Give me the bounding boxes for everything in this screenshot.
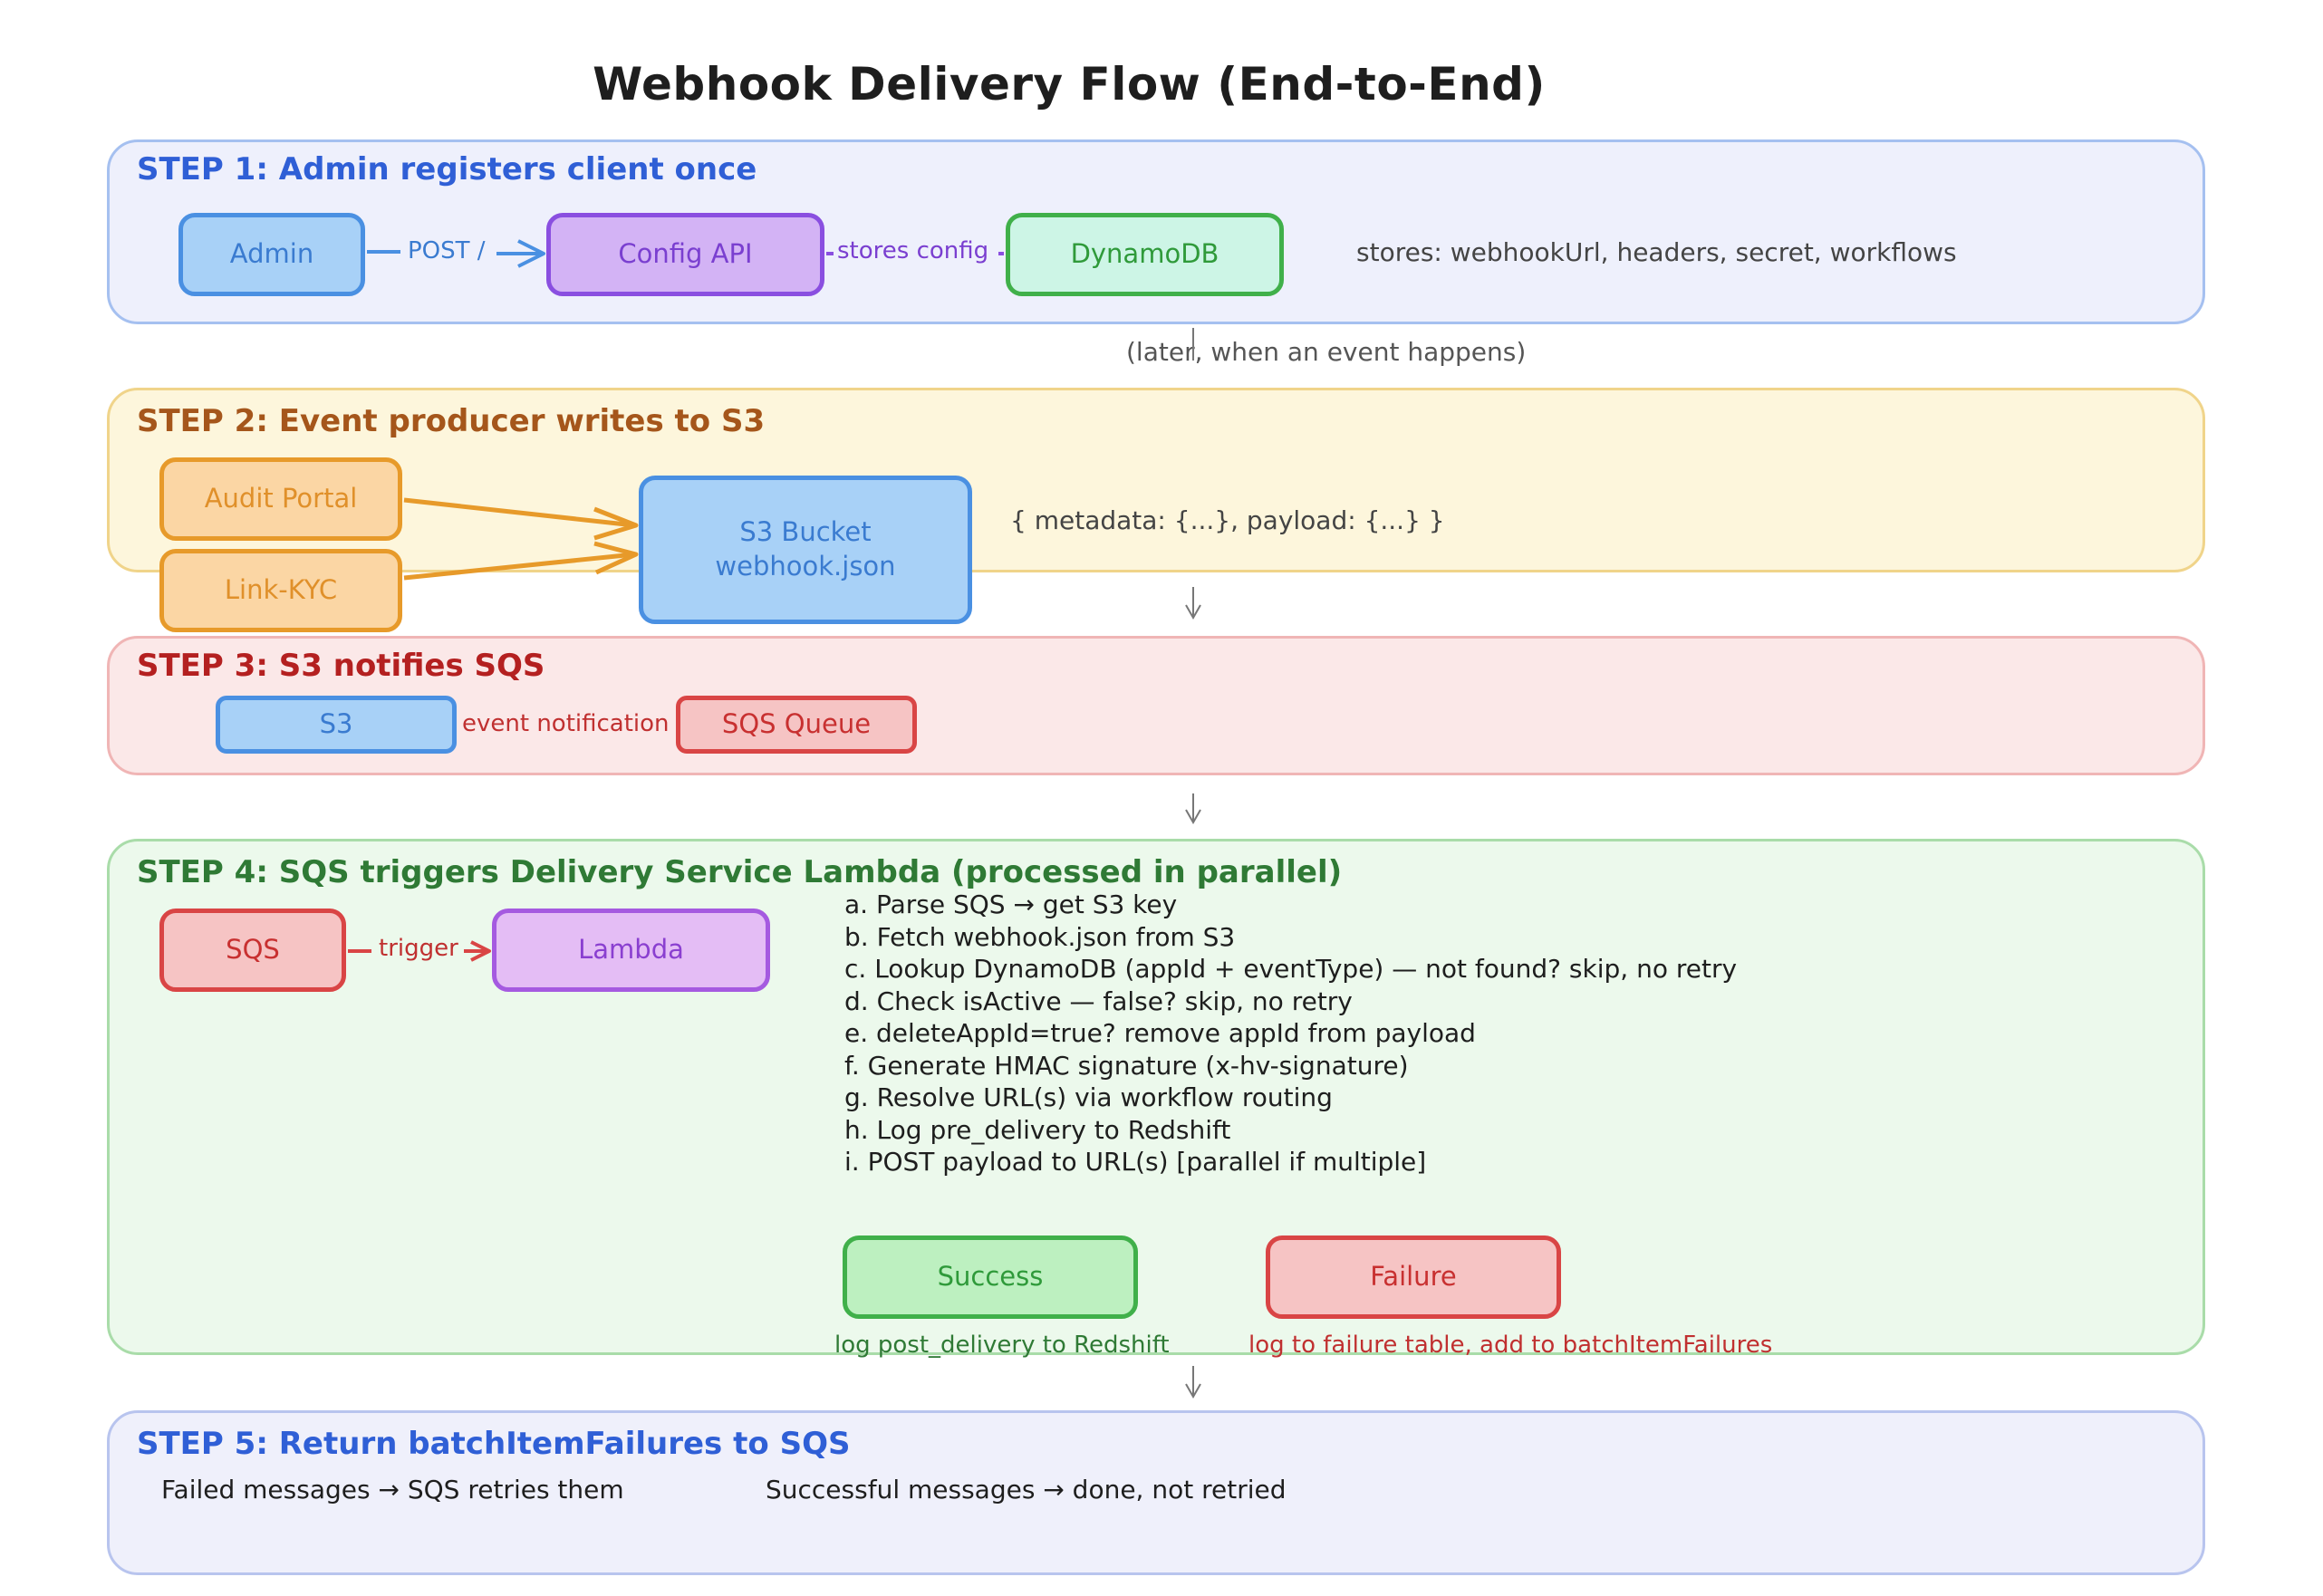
s3-node: S3 <box>216 696 457 754</box>
step2-note: { metadata: {...}, payload: {...} } <box>1010 505 1445 535</box>
failure-node: Failure <box>1266 1235 1561 1319</box>
lambda-node: Lambda <box>492 909 770 992</box>
edge-label-stores-config: stores config <box>837 237 989 264</box>
step4-title: STEP 4: SQS triggers Delivery Service La… <box>137 854 1343 890</box>
edge-label-post: POST / <box>408 237 486 264</box>
between-note: (later, when an event happens) <box>1126 337 1527 367</box>
edge-label-trigger: trigger <box>379 935 458 962</box>
step-item-e: e. deleteAppId=true? remove appId from p… <box>844 1018 1476 1048</box>
diagram-title: Webhook Delivery Flow (End-to-End) <box>593 58 1546 111</box>
step5-section: STEP 5: Return batchItemFailures to SQS <box>107 1410 2205 1575</box>
config-api-node: Config API <box>546 213 824 296</box>
success-note: log post_delivery to Redshift <box>834 1332 1170 1359</box>
step3-title: STEP 3: S3 notifies SQS <box>137 648 545 684</box>
admin-node: Admin <box>178 213 365 296</box>
success-node: Success <box>843 1235 1138 1319</box>
audit-portal-node: Audit Portal <box>159 457 402 541</box>
step-item-h: h. Log pre_delivery to Redshift <box>844 1114 1231 1145</box>
link-kyc-node: Link-KYC <box>159 549 402 632</box>
step1-title: STEP 1: Admin registers client once <box>137 151 757 187</box>
processing-steps-list: a. Parse SQS → get S3 key b. Fetch webho… <box>844 889 1737 1178</box>
step5-title: STEP 5: Return batchItemFailures to SQS <box>137 1426 851 1462</box>
step-item-a: a. Parse SQS → get S3 key <box>844 889 1178 919</box>
step-item-b: b. Fetch webhook.json from S3 <box>844 921 1236 952</box>
successful-messages-note: Successful messages → done, not retried <box>766 1475 1287 1505</box>
failed-messages-note: Failed messages → SQS retries them <box>161 1475 624 1505</box>
step2-title: STEP 2: Event producer writes to S3 <box>137 403 766 439</box>
s3-bucket-node: S3 Bucket webhook.json <box>639 476 972 624</box>
step-item-i: i. POST payload to URL(s) [parallel if m… <box>844 1147 1427 1177</box>
step1-note: stores: webhookUrl, headers, secret, wor… <box>1356 237 1957 267</box>
step-item-c: c. Lookup DynamoDB (appId + eventType) —… <box>844 954 1738 984</box>
s3-bucket-file: webhook.json <box>715 551 896 582</box>
failure-note: log to failure table, add to batchItemFa… <box>1248 1332 1773 1359</box>
edge-label-event-notification: event notification <box>462 710 670 737</box>
arrow-step4-to-step5-head <box>1185 1383 1201 1399</box>
arrow-step2-to-step3-head <box>1185 604 1201 620</box>
dynamodb-node: DynamoDB <box>1006 213 1284 296</box>
step-item-f: f. Generate HMAC signature (x-hv-signatu… <box>844 1050 1409 1081</box>
step4-section: STEP 4: SQS triggers Delivery Service La… <box>107 839 2205 1355</box>
s3-bucket-label: S3 Bucket <box>739 516 872 548</box>
sqs-queue-node: SQS Queue <box>676 696 917 754</box>
step3-section: STEP 3: S3 notifies SQS <box>107 636 2205 775</box>
step-item-d: d. Check isActive — false? skip, no retr… <box>844 985 1353 1016</box>
step-item-g: g. Resolve URL(s) via workflow routing <box>844 1082 1333 1112</box>
sqs-node: SQS <box>159 909 346 992</box>
step2-section: STEP 2: Event producer writes to S3 <box>107 388 2205 572</box>
arrow-step3-to-step4-head <box>1185 809 1201 825</box>
